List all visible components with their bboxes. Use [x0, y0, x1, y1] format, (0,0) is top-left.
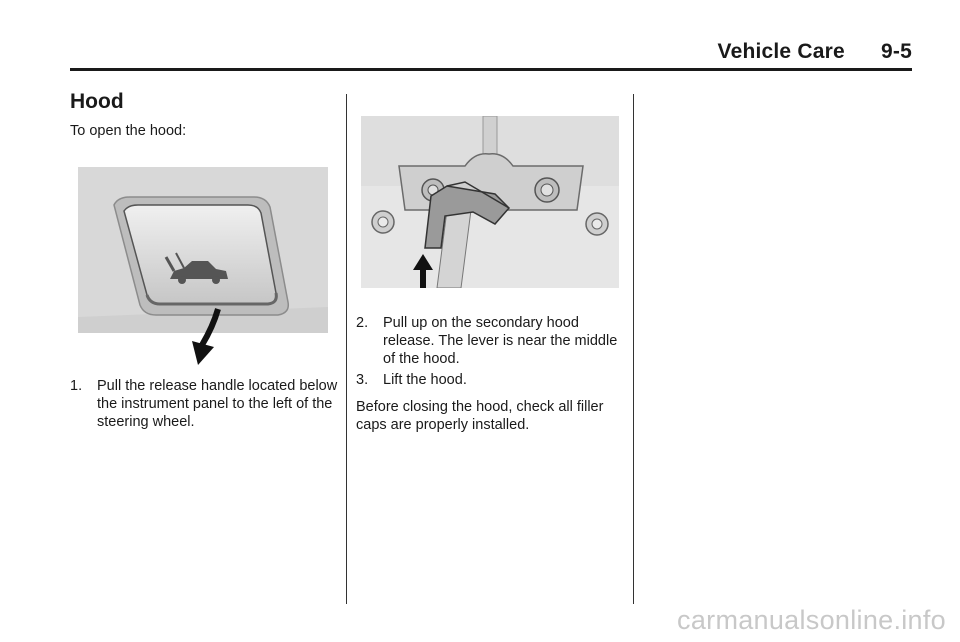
section-title: Hood [70, 90, 124, 113]
step-1: 1. Pull the release handle located below… [70, 377, 338, 431]
page-header: Vehicle Care 9-5 [70, 36, 912, 71]
hood-release-handle-illustration [78, 167, 328, 367]
watermark: carmanualsonline.info [677, 605, 946, 635]
column-divider-left [346, 94, 347, 604]
step-3-number: 3. [356, 372, 369, 388]
intro-text: To open the hood: [70, 123, 187, 139]
pull-arrow-icon [192, 308, 221, 365]
step-1-number: 1. [70, 378, 83, 394]
step-3: 3. Lift the hood. [356, 371, 626, 389]
column-divider-right [633, 94, 634, 604]
step-3-text: Lift the hood. [383, 372, 467, 388]
up-arrow-icon [413, 254, 433, 288]
header-title: Vehicle Care 9-5 [717, 40, 912, 63]
step-2-text: Pull up on the secondary hood release. T… [383, 315, 618, 367]
closing-note: Before closing the hood, check all fille… [356, 399, 604, 433]
step-1-text: Pull the release handle located below th… [97, 378, 338, 430]
step-2-number: 2. [356, 315, 369, 331]
car-hood-icon [164, 252, 228, 284]
step-2: 2. Pull up on the secondary hood release… [356, 314, 626, 368]
secondary-hood-latch-illustration [361, 116, 619, 288]
